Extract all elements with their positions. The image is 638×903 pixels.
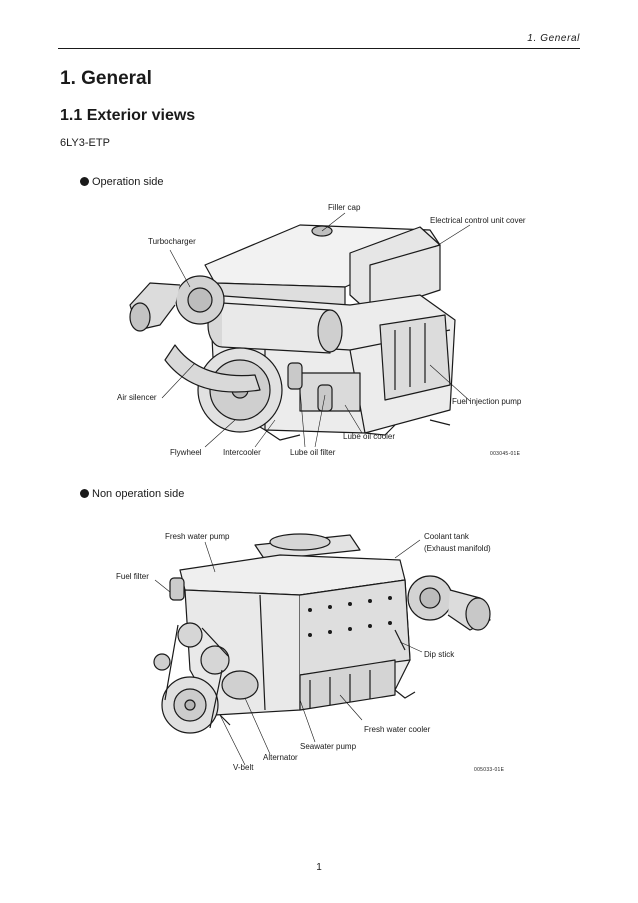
label-filler-cap: Filler cap <box>328 203 361 212</box>
running-title: 1. General <box>527 33 580 44</box>
label-fuel-injection-pump: Fuel injection pump <box>452 397 522 406</box>
figure-code-operation: 003045-01E <box>490 451 521 457</box>
bullet-icon <box>80 177 89 186</box>
label-air-silencer: Air silencer <box>117 393 157 402</box>
section-heading: 1.1 Exterior views <box>60 107 196 124</box>
engine-operation-side-drawing <box>129 212 471 448</box>
label-flywheel: Flywheel <box>170 448 202 457</box>
label-v-belt: V-belt <box>233 763 254 772</box>
label-alternator: Alternator <box>263 753 298 762</box>
label-coolant-tank: Coolant tank <box>424 532 469 541</box>
label-fresh-water-pump: Fresh water pump <box>165 532 230 541</box>
label-ecu-cover: Electrical control unit cover <box>430 216 526 225</box>
bullet-icon <box>80 489 89 498</box>
label-lube-oil-filter: Lube oil filter <box>290 448 336 457</box>
non-operation-side-figure: Fresh water pump Coolant tank (Exhaust m… <box>0 510 638 785</box>
label-exhaust-manifold: (Exhaust manifold) <box>424 544 491 553</box>
label-lube-oil-cooler: Lube oil cooler <box>343 432 396 441</box>
operation-side-figure: Filler cap Electrical control unit cover… <box>0 195 638 470</box>
chapter-heading: 1. General <box>60 68 152 89</box>
operation-side-heading: Operation side <box>80 176 164 188</box>
model-name: 6LY3-ETP <box>60 137 110 149</box>
page-number: 1 <box>316 862 322 873</box>
label-seawater-pump: Seawater pump <box>300 742 357 751</box>
engine-non-operation-side-drawing <box>153 533 491 766</box>
label-intercooler: Intercooler <box>223 448 261 457</box>
non-operation-side-heading: Non operation side <box>80 488 184 500</box>
figure-code-non-operation: 005033-01E <box>474 767 505 773</box>
label-fresh-water-cooler: Fresh water cooler <box>364 725 431 734</box>
label-dip-stick: Dip stick <box>424 650 455 659</box>
label-turbocharger: Turbocharger <box>148 237 196 246</box>
header-rule <box>58 48 580 49</box>
label-fuel-filter: Fuel filter <box>116 572 149 581</box>
